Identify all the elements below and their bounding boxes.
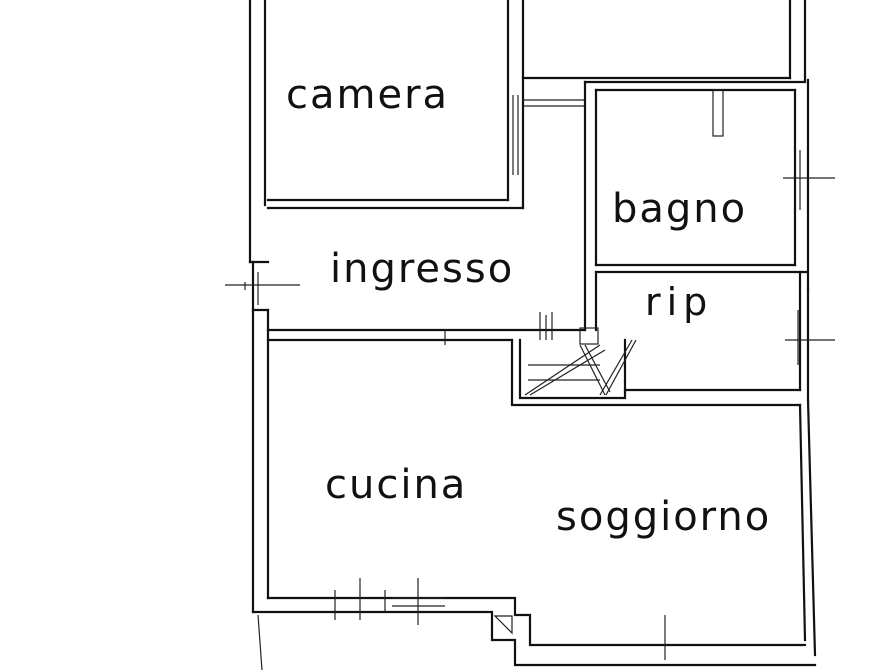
ingresso-walls [225, 272, 587, 345]
room-label-cucina: cucina [325, 462, 467, 508]
room-label-soggiorno: soggiorno [556, 494, 771, 540]
cucina-soggiorno-walls [251, 398, 817, 670]
outer-wall-left [248, 0, 270, 614]
room-label-bagno: bagno [612, 186, 747, 232]
rip-walls [594, 270, 835, 402]
room-label-rip: rip [645, 280, 713, 324]
staircase [510, 312, 802, 407]
bagno-walls [583, 78, 835, 332]
camera-walls [266, 0, 525, 210]
room-label-ingresso: ingresso [330, 246, 514, 292]
top-right-walls [521, 0, 807, 107]
room-label-camera: camera [286, 72, 449, 118]
